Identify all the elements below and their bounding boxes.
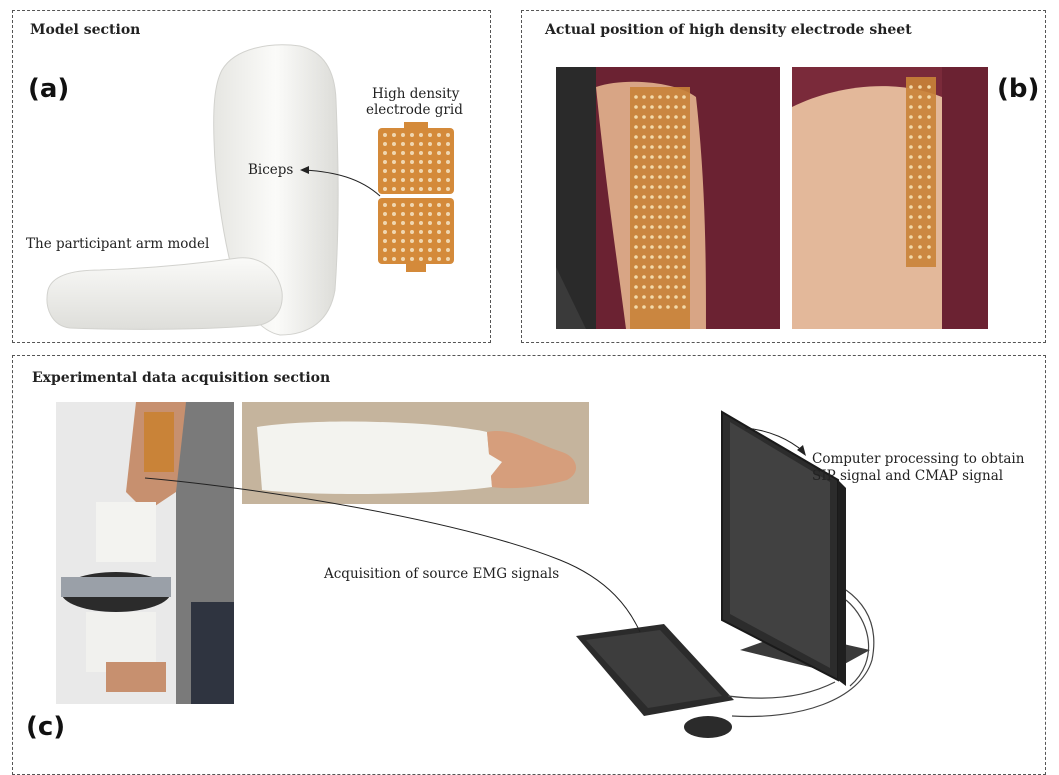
acquisition-label: Acquisition of source EMG signals: [324, 566, 559, 583]
acquisition-curve: [0, 0, 1059, 758]
computer-label-line1: Computer processing to obtain: [812, 451, 1024, 468]
computer-label-line2: SIP signal and CMAP signal: [812, 468, 1003, 485]
